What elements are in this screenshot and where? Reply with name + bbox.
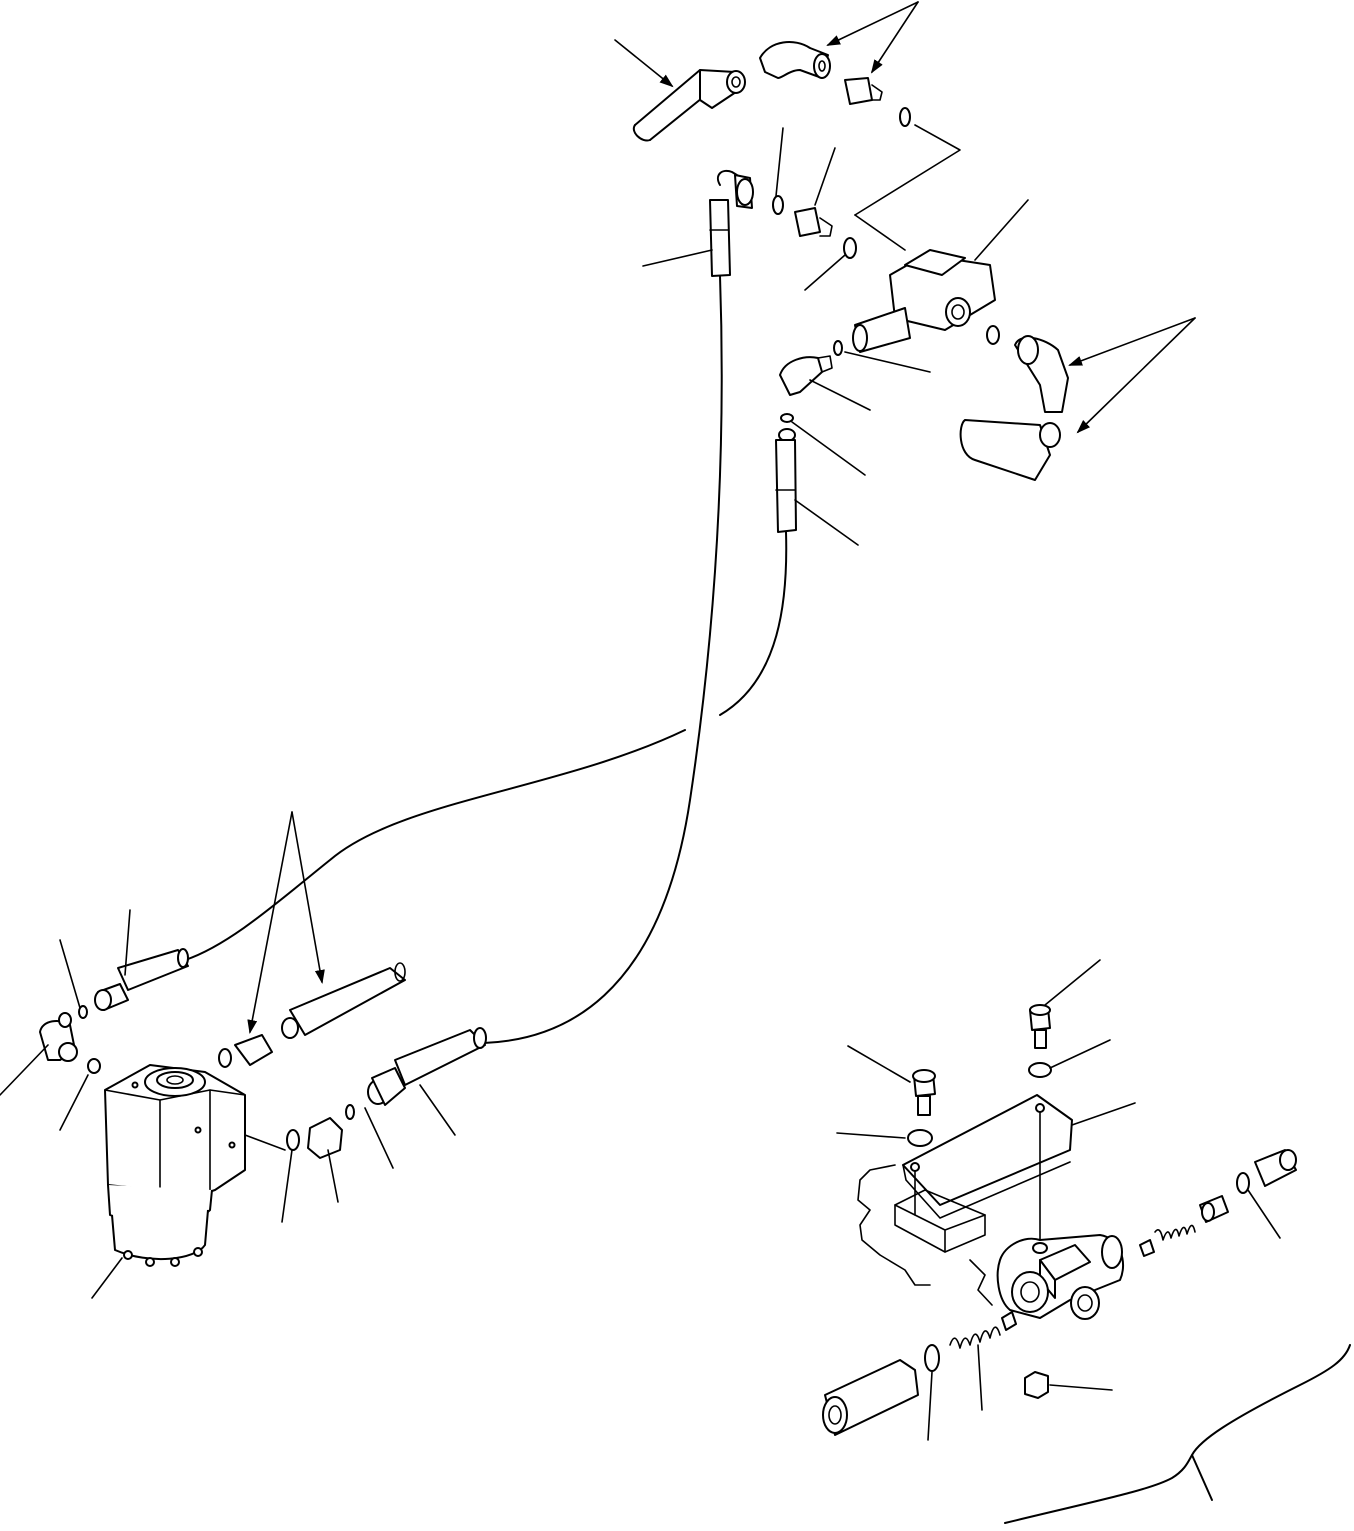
hose-upper: [632, 69, 746, 142]
hose-end-left: [59, 909, 189, 1019]
cap-screw-right: [1028, 959, 1111, 1078]
elbow-fitting-lower: [719, 340, 931, 716]
valve-body: [996, 1234, 1125, 1320]
steering-unit-assembly: [0, 811, 487, 1299]
adapter-top: [844, 77, 911, 127]
detail-bracket: [1004, 1344, 1351, 1524]
hose-line-b: [184, 729, 686, 961]
elbow-fitting-top: [759, 41, 831, 79]
hose-line-a: [483, 169, 754, 1044]
spring-left: [822, 1311, 1017, 1441]
fittings-steering-upper: [218, 811, 406, 1068]
elbow-fitting-left: [0, 1012, 101, 1131]
fittings-steering-right: [281, 1027, 487, 1223]
spring-right: [1139, 1149, 1297, 1257]
top-hose-assembly: [184, 1, 1196, 1044]
steering-unit-body: [91, 1064, 286, 1299]
steering-unit-bolts: [123, 1247, 203, 1267]
mount-bracket-broken: [857, 1164, 993, 1306]
mounting-plate: [902, 1094, 1136, 1241]
cap-screw-left: [836, 1045, 936, 1147]
callout-arrows-top: [614, 1, 919, 88]
nut-bottom: [1024, 1371, 1113, 1399]
priority-valve-top: [852, 124, 1029, 353]
fitting-group-b: [642, 127, 857, 291]
valve-block-detail: [822, 959, 1351, 1524]
elbow-fitting-right: [959, 317, 1196, 481]
